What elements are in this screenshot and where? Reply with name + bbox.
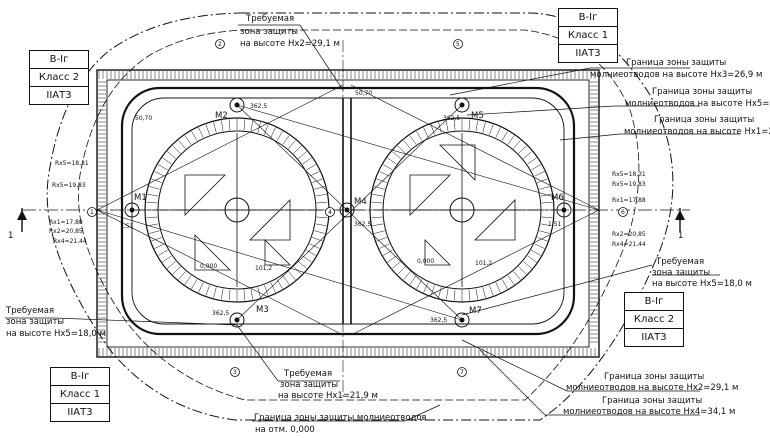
- roof-band-outer: [120, 86, 576, 336]
- annotation: Граница зоны защиты: [654, 115, 754, 125]
- class-box-left-top: В-Iг Класс 2 IIАТ3: [29, 50, 89, 105]
- annotation: молниеотводов на высоте Hx4=34,1 м: [563, 407, 735, 417]
- annotation: зона защиты: [6, 317, 64, 327]
- axis-label-7: 7: [460, 369, 464, 376]
- annotation: зона защиты: [652, 268, 710, 278]
- dim-label: 50,70: [135, 115, 152, 122]
- dim-label: 362,5: [250, 103, 267, 110]
- class-box-right-bottom: В-Iг Класс 2 IIАТ3: [624, 292, 684, 347]
- dim-label: 1,51: [120, 223, 134, 230]
- annotation: на высоте Hx5=18,0 м: [652, 279, 752, 289]
- annotation: зона защиты: [240, 27, 298, 37]
- annotation: молниеотводов на высоте Hx2=29,1 м: [566, 383, 738, 393]
- hx1-boundary: [78, 29, 640, 401]
- dim-label: 50,70: [355, 90, 372, 97]
- dim-label: 101,2: [475, 260, 492, 267]
- radius-label-left: Rx2=20,85: [49, 228, 83, 235]
- class-box-class: Класс 1: [51, 386, 109, 404]
- mast-label-m5: М5: [471, 111, 484, 121]
- annotation: на высоте Hx2=29,1 м: [240, 39, 340, 49]
- annotation: Требуемая: [283, 369, 332, 379]
- annotation: Граница зоны защиты: [626, 58, 726, 68]
- dim-label: 0,000: [417, 258, 434, 265]
- dim-label: 362,5: [212, 310, 229, 317]
- dim-label: 362,5: [430, 317, 447, 324]
- building-inner-wall: [106, 79, 590, 348]
- class-box-category: IIАТ3: [46, 90, 72, 101]
- axis-bubbles: [87, 39, 628, 377]
- mast-label-m6: М6: [551, 193, 564, 203]
- class-box-category: IIАТ3: [67, 407, 93, 418]
- class-box-zone: В-Iг: [51, 368, 109, 386]
- axis-label-2: 2: [218, 41, 222, 48]
- axis-label-6: 6: [621, 209, 625, 216]
- axis-label-4: 4: [328, 209, 332, 216]
- mast-markers: [124, 97, 572, 328]
- axis-label-3: 3: [233, 369, 237, 376]
- annotation: молниеотводов на высоте Hx5=18,0 м: [625, 99, 770, 109]
- class-box-class: Класс 2: [30, 69, 88, 87]
- class-box-left-bottom: В-Iг Класс 1 IIАТ3: [50, 367, 110, 422]
- dim-label: 362,5: [354, 221, 371, 228]
- annotation: Граница зоны защиты: [602, 396, 702, 406]
- mast-label-m3: М3: [256, 305, 269, 315]
- radius-label-left: Rx4=21,44: [53, 238, 87, 245]
- class-box-category: IIАТ3: [575, 48, 601, 59]
- class-box-zone: В-Iг: [625, 293, 683, 311]
- dim-label: 0,000: [200, 263, 217, 270]
- mast-label-m7: М7: [469, 306, 482, 316]
- annotation: Граница зоны защиты: [652, 87, 752, 97]
- mast-label-m4: М4: [354, 197, 367, 207]
- radius-label-left: Rx5=18,31: [55, 160, 89, 167]
- zone-leader-lines: [96, 40, 600, 400]
- class-box-category: IIАТ3: [641, 332, 667, 343]
- section-arrow-right: [675, 210, 685, 220]
- annotation: на высоте Hx5=18,0 м: [6, 329, 106, 339]
- annotation: Граница зоны защиты: [604, 372, 704, 382]
- class-box-class: Класс 2: [625, 311, 683, 329]
- class-box-class: Класс 1: [559, 27, 617, 45]
- section-arrow-left: [17, 210, 27, 220]
- annotation: зона защиты: [280, 380, 338, 390]
- annotation: Граница зоны защиты молниеотводов: [254, 413, 427, 423]
- building-outer-wall: [96, 69, 600, 358]
- dim-label: 362,5: [443, 115, 460, 122]
- ground-protection-boundary: [46, 12, 674, 421]
- annotation-leaders: [5, 24, 740, 422]
- section-mark-right: 1: [678, 231, 683, 241]
- radius-label-right: Rx2=20,85: [612, 231, 646, 238]
- class-box-right-top: В-Iг Класс 1 IIАТ3: [558, 8, 618, 63]
- annotation: молниеотводов на высоте Hx3=26,9 м: [590, 70, 762, 80]
- annotation: Требуемая: [5, 306, 54, 316]
- axis-label-1: 1: [90, 209, 94, 216]
- mast-label-m2: М2: [215, 111, 228, 121]
- annotation: на высоте Hx1=21,9 м: [278, 391, 378, 401]
- class-box-zone: В-Iг: [30, 51, 88, 69]
- dim-label: 101,2: [255, 265, 272, 272]
- radius-label-right: Rx5=19,83: [612, 181, 646, 188]
- wall-hatching: [98, 71, 598, 356]
- section-mark-left: 1: [8, 231, 13, 241]
- radius-label-left: Rx5=19,83: [52, 182, 86, 189]
- annotation: Требуемая: [655, 257, 704, 267]
- mast-label-m1: М1: [134, 193, 147, 203]
- annotation: Требуемая: [245, 14, 294, 24]
- annotation: молниеотводов на высоте Hx1=21,9 м: [624, 127, 770, 137]
- radius-label-left: Rx1=17,88: [49, 219, 83, 226]
- annotation: на отм. 0,000: [255, 425, 315, 435]
- radius-label-right: Rx4=21,44: [612, 241, 646, 248]
- radius-label-right: Rx5=18,31: [612, 171, 646, 178]
- dim-label: 1,51: [548, 221, 562, 228]
- class-box-zone: В-Iг: [559, 9, 617, 27]
- axis-label-5: 5: [456, 41, 460, 48]
- radius-label-right: Rx1=17,88: [612, 197, 646, 204]
